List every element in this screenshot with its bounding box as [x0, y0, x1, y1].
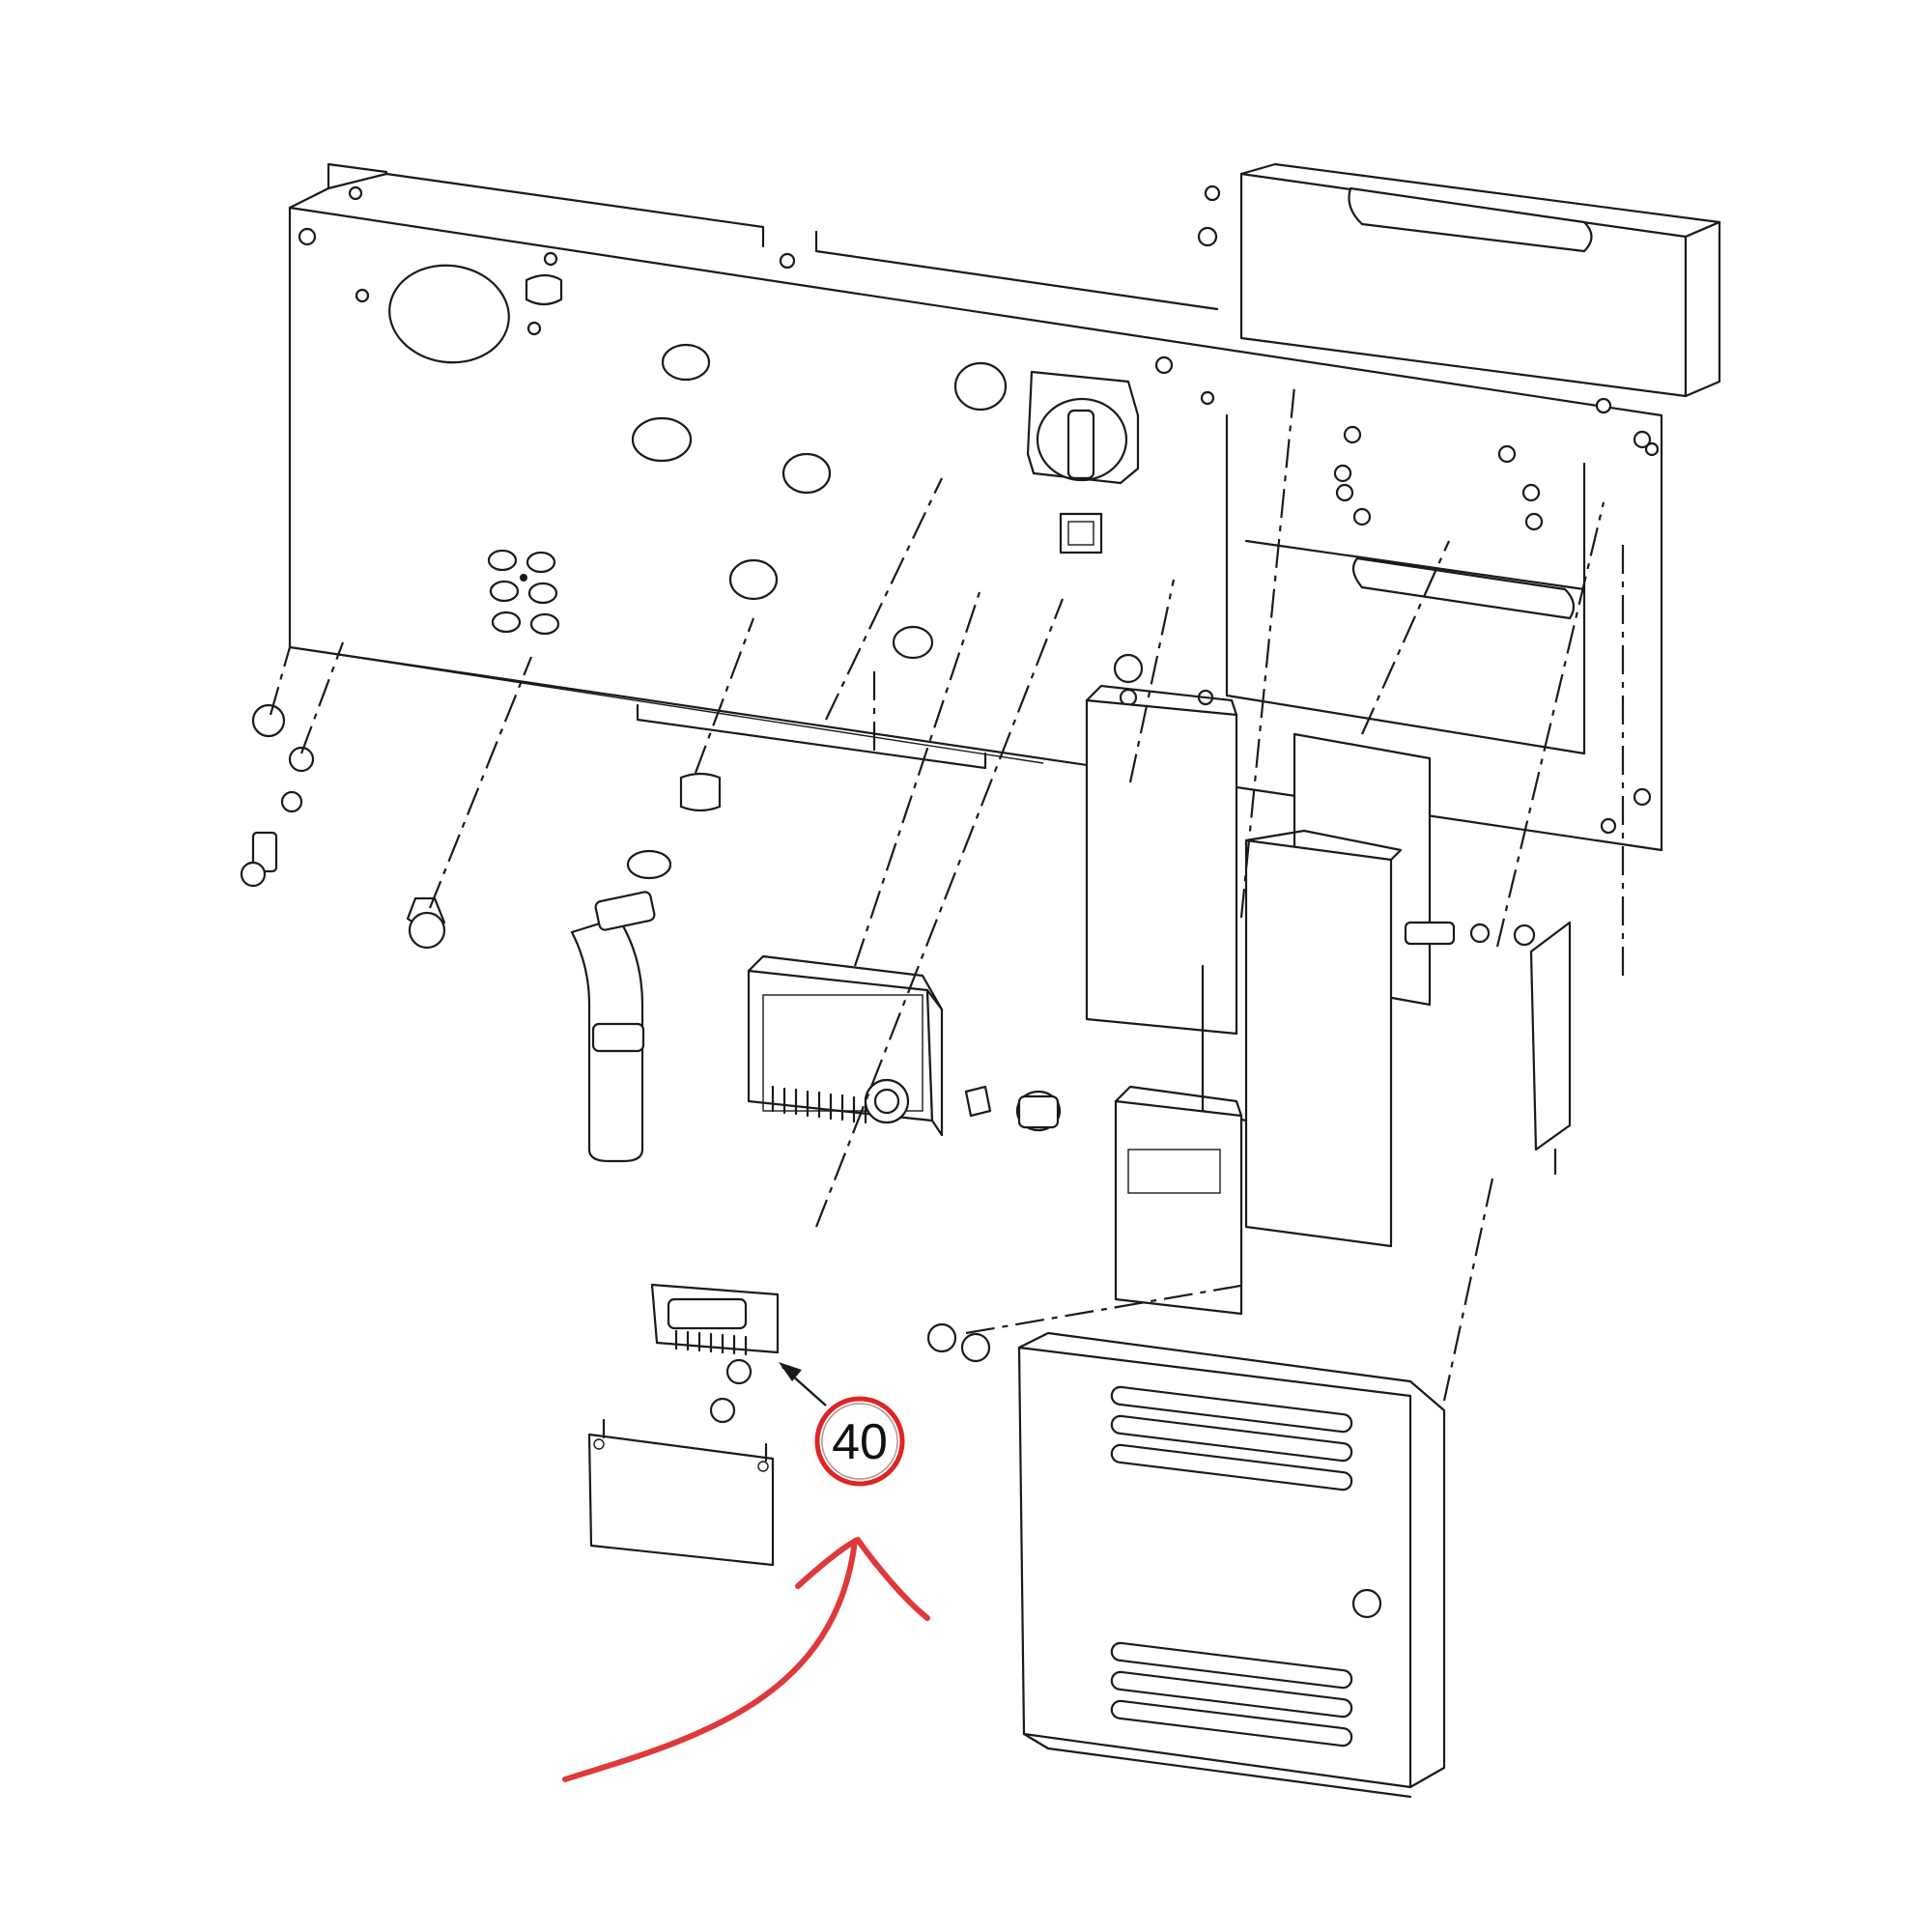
- highlight-arrow-icon: [562, 1537, 930, 1782]
- callout-label: 40: [832, 1414, 888, 1470]
- cover-plate-small: [587, 1418, 775, 1567]
- terminal-strip: [650, 1283, 780, 1424]
- enclosure-box: [747, 954, 1062, 1137]
- vent-slots-top: [1110, 1385, 1353, 1492]
- left-fasteners: [240, 703, 722, 950]
- assembly-lines: [269, 385, 1625, 1402]
- vent-slots-bottom: [1110, 1641, 1353, 1747]
- rear-tray: [1197, 162, 1721, 755]
- callout-40: 40: [779, 1362, 905, 1487]
- vented-cover: [926, 1322, 1446, 1799]
- hose-fitting: [570, 849, 672, 1163]
- rotary-switch: [1026, 370, 1140, 485]
- side-bracket: [1404, 921, 1572, 1176]
- hole-cluster: [487, 549, 560, 636]
- standoff-group: [1333, 425, 1544, 531]
- heat-sink-fins: [771, 1085, 867, 1124]
- main-panel: [288, 162, 1663, 852]
- contactor-stack: [1085, 684, 1432, 1316]
- callout-ring: [814, 1396, 905, 1487]
